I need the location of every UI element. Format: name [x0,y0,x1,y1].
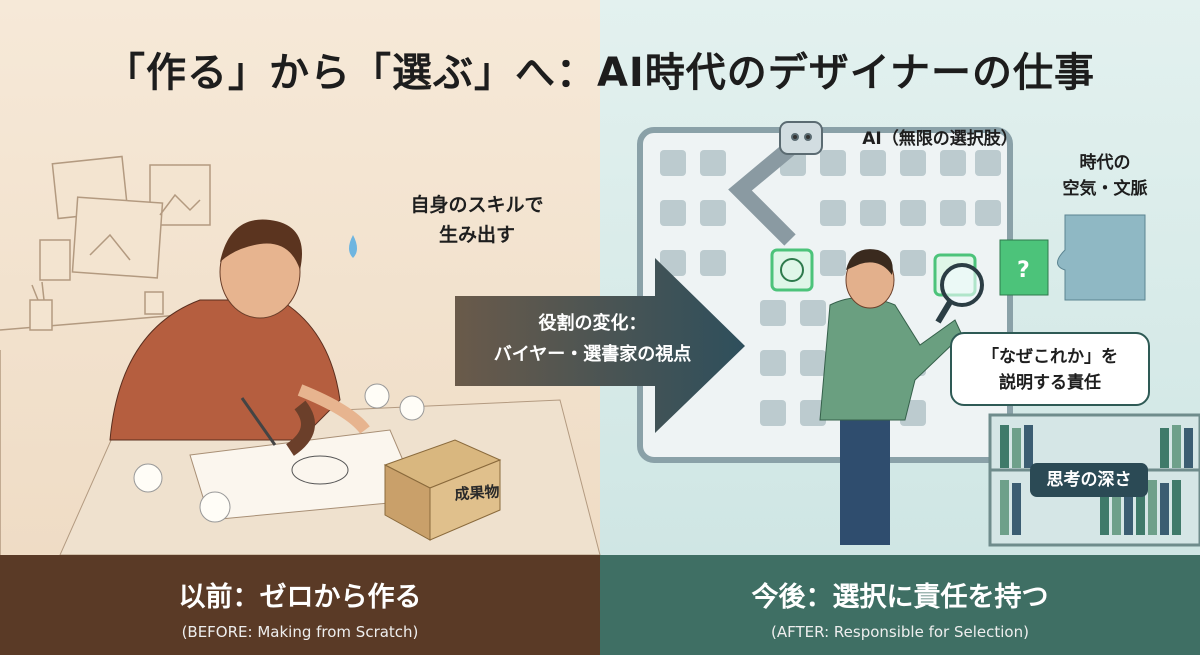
arrow-caption: 役割の変化： バイヤー・選書家の視点 [460,308,725,370]
context-puzzle-icon [1057,214,1146,301]
before-subheading: (BEFORE: Making from Scratch) [181,623,419,641]
transition-arrow [455,258,745,433]
deliverable-box [383,439,502,541]
after-subheading: (AFTER: Responsible for Selection) [771,623,1029,641]
skill-caption: 自身のスキルで 生み出す [382,190,572,250]
wall-sketches [39,155,211,281]
arrow-caption-line-2: バイヤー・選書家の視点 [493,344,692,365]
speech-line-1: 「なぜこれか」を [982,347,1118,367]
back-desk [0,281,241,555]
speech-line-2: 説明する責任 [999,373,1101,393]
context-label-line-1: 時代の [1079,153,1131,173]
skill-caption-line-2: 生み出す [438,224,515,246]
illustration: ? [0,121,1200,555]
svg-text:?: ? [1017,258,1030,283]
sweat-drop [349,235,357,258]
skill-caption-line-1: 自身のスキルで [410,194,544,216]
after-footer: 今後：選択に責任を持つ (AFTER: Responsible for Sele… [600,555,1200,655]
context-label-line-2: 空気・文脈 [1062,179,1148,199]
robot-arm [728,121,823,246]
before-footer: 以前：ゼロから作る (BEFORE: Making from Scratch) [0,555,600,655]
context-label: 時代の 空気・文脈 [1040,150,1170,202]
depth-label: 思考の深さ [1030,463,1148,497]
question-puzzle-icon [999,239,1049,296]
arrow-caption-line-1: 役割の変化： [538,313,647,334]
selected-globe-icon [770,248,814,292]
after-heading: 今後：選択に責任を持つ [751,582,1049,613]
speech-bubble: 「なぜこれか」を 説明する責任 [950,332,1150,406]
crumpled-papers [133,383,425,523]
magnifier-icon [940,263,984,307]
designer-after [819,249,963,545]
page-title: 「作る」から「選ぶ」へ：AI時代のデザイナーの仕事 [104,50,1096,96]
ai-label: AI（無限の選択肢） [862,129,1018,149]
before-heading: 以前：ゼロから作る [178,582,422,613]
designer-before [109,219,370,456]
